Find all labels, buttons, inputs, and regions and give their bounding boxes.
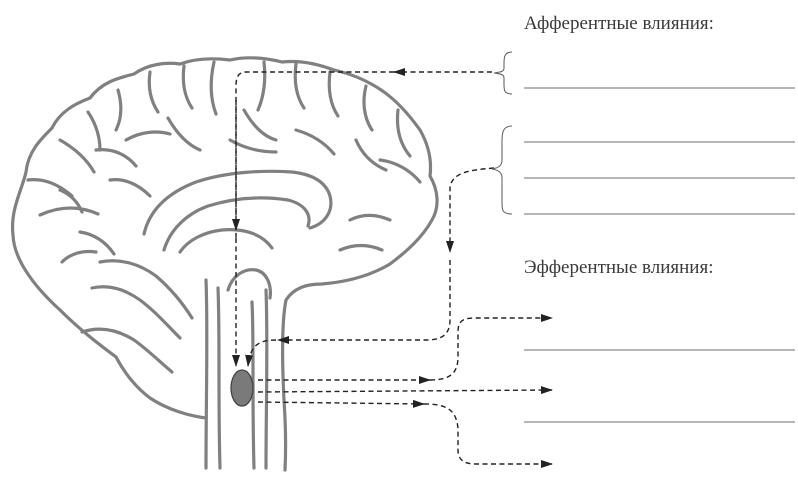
afferent-arrow-mid-2: [278, 260, 450, 340]
answer-lines: [524, 88, 795, 422]
gyrus-3: [60, 140, 94, 172]
gyrus-12: [364, 86, 372, 130]
efferent-arrow-3b: [424, 404, 552, 464]
gyrus-18: [126, 132, 170, 140]
gyrus-19: [168, 118, 200, 150]
pons: [228, 270, 270, 298]
efferent-heading: Эфферентные влияния:: [524, 257, 713, 279]
gyrus-11: [329, 72, 338, 116]
gyrus-15: [356, 140, 386, 170]
brain-outline: [13, 58, 438, 470]
afferent-brace-2: [492, 126, 512, 214]
nucleus: [231, 370, 253, 406]
thalamus: [180, 230, 272, 252]
gyrus-10: [295, 64, 304, 108]
afferent-heading: Афферентные влияния:: [524, 13, 714, 35]
gyrus-20: [244, 110, 276, 140]
gyrus-4: [88, 112, 100, 150]
gyrus-7: [183, 66, 192, 108]
gyrus-6: [149, 72, 158, 112]
gyrus-21: [296, 130, 334, 154]
efferent-arrow-2: [258, 390, 552, 392]
brainstem-left-2: [218, 288, 220, 468]
gyrus-8: [211, 62, 216, 114]
cerebellum-fold-4: [62, 251, 96, 262]
cerebellum-fold-1: [82, 329, 172, 372]
gyrus-23: [350, 216, 390, 221]
gyrus-5: [116, 90, 121, 130]
afferent-arrow-top-path: [236, 72, 394, 238]
afferent-brace-1: [494, 52, 512, 94]
gyrus-22: [230, 140, 276, 152]
gyrus-24: [340, 246, 382, 251]
brainstem-left-1: [206, 280, 207, 468]
cerebellum: [116, 357, 206, 418]
corpus-callosum: [144, 171, 331, 234]
efferent-arrow-1b: [430, 318, 552, 380]
afferent-arrow-mid: [450, 168, 494, 252]
gyrus-17: [96, 150, 136, 166]
gyrus-1: [40, 208, 98, 215]
brainstem-right-2: [266, 290, 267, 468]
gyrus-16: [110, 180, 150, 196]
brain-outer-contour: [13, 58, 438, 470]
gyrus-9: [258, 62, 265, 110]
